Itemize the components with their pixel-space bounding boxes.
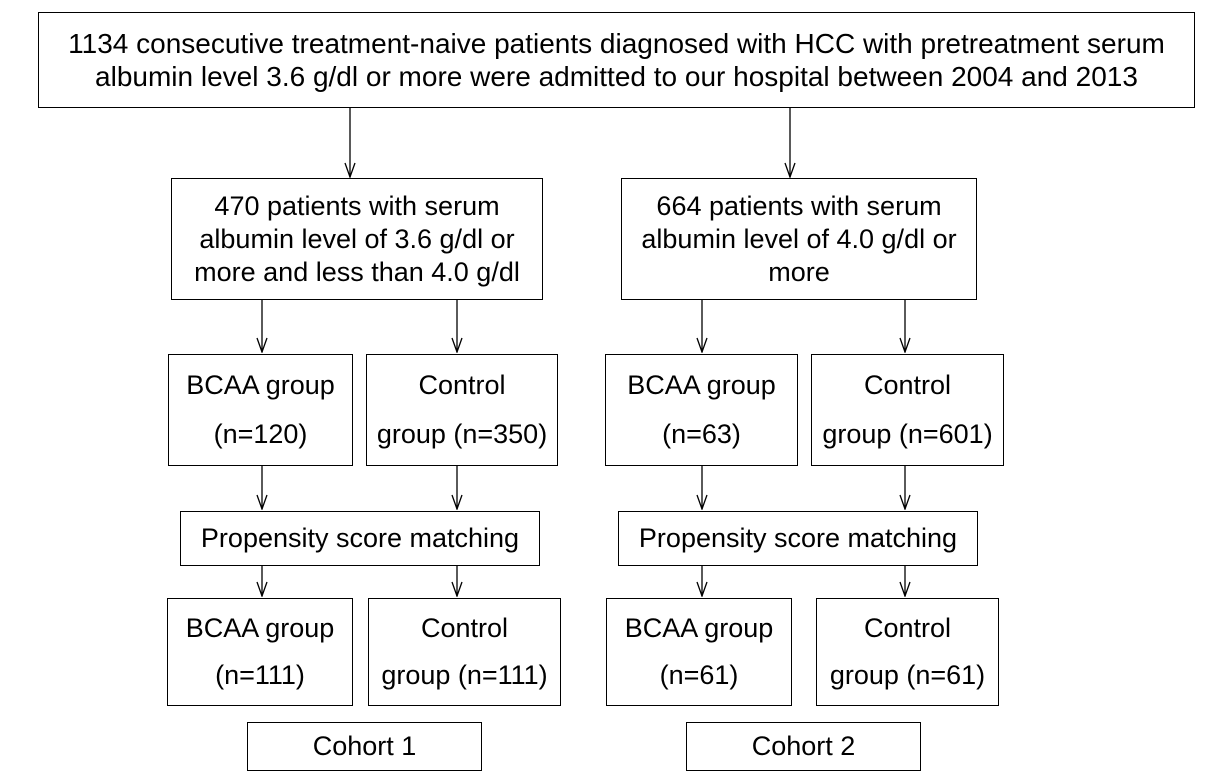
left-bcaa-after-box: BCAA group (n=111) xyxy=(167,598,353,706)
right-bcaa-before-label: BCAA group xyxy=(627,370,776,400)
left-control-before-label: Control xyxy=(418,370,506,400)
right-bcaa-after-count: (n=61) xyxy=(659,660,739,690)
right-control-after-box: Control group (n=61) xyxy=(816,598,999,706)
right-bcaa-before-count: (n=63) xyxy=(662,419,741,449)
left-bcaa-before-count: (n=120) xyxy=(213,419,308,449)
right-bcaa-after-label: BCAA group xyxy=(624,613,774,643)
right-control-before-box: Control group (n=601) xyxy=(811,354,1004,466)
right-group-line-1: 664 patients with serum xyxy=(656,190,942,221)
top-box-line-2: albumin level 3.6 g/dl or more were admi… xyxy=(95,61,1138,92)
right-control-after-count: group (n=61) xyxy=(829,660,986,690)
right-bcaa-before-box: BCAA group (n=63) xyxy=(605,354,798,466)
left-group-line-2: albumin level of 3.6 g/dl or xyxy=(199,223,515,254)
cohort-1-label: Cohort 1 xyxy=(312,731,417,761)
left-control-after-box: Control group (n=111) xyxy=(368,598,561,706)
right-matching-box: Propensity score matching xyxy=(618,511,978,566)
top-box: 1134 consecutive treatment-naive patient… xyxy=(38,12,1195,108)
top-box-line-1: 1134 consecutive treatment-naive patient… xyxy=(68,28,1165,59)
left-bcaa-before-label: BCAA group xyxy=(186,370,335,400)
left-matching-box: Propensity score matching xyxy=(180,511,540,566)
left-group-line-3: more and less than 4.0 g/dl xyxy=(194,256,520,287)
left-group-line-1: 470 patients with serum xyxy=(214,190,500,221)
right-group-line-3: more xyxy=(768,256,830,287)
left-bcaa-before-box: BCAA group (n=120) xyxy=(168,354,353,466)
right-control-before-label: Control xyxy=(863,370,952,400)
right-group-box: 664 patients with serum albumin level of… xyxy=(621,178,977,300)
left-control-after-label: Control xyxy=(420,613,509,643)
right-group-line-2: albumin level of 4.0 g/dl or xyxy=(641,223,957,254)
left-control-after-count: group (n=111) xyxy=(381,660,548,690)
left-bcaa-after-count: (n=111) xyxy=(215,660,305,690)
cohort-2-box: Cohort 2 xyxy=(686,722,921,771)
right-matching-label: Propensity score matching xyxy=(638,523,958,553)
left-matching-label: Propensity score matching xyxy=(200,523,520,553)
left-control-before-box: Control group (n=350) xyxy=(366,354,558,466)
left-bcaa-after-label: BCAA group xyxy=(185,613,335,643)
cohort-1-box: Cohort 1 xyxy=(247,722,482,771)
right-control-after-label: Control xyxy=(863,613,952,643)
cohort-2-label: Cohort 2 xyxy=(751,731,856,761)
right-bcaa-after-box: BCAA group (n=61) xyxy=(606,598,792,706)
left-control-before-count: group (n=350) xyxy=(376,419,548,449)
left-group-box: 470 patients with serum albumin level of… xyxy=(171,178,543,300)
right-control-before-count: group (n=601) xyxy=(822,419,993,449)
